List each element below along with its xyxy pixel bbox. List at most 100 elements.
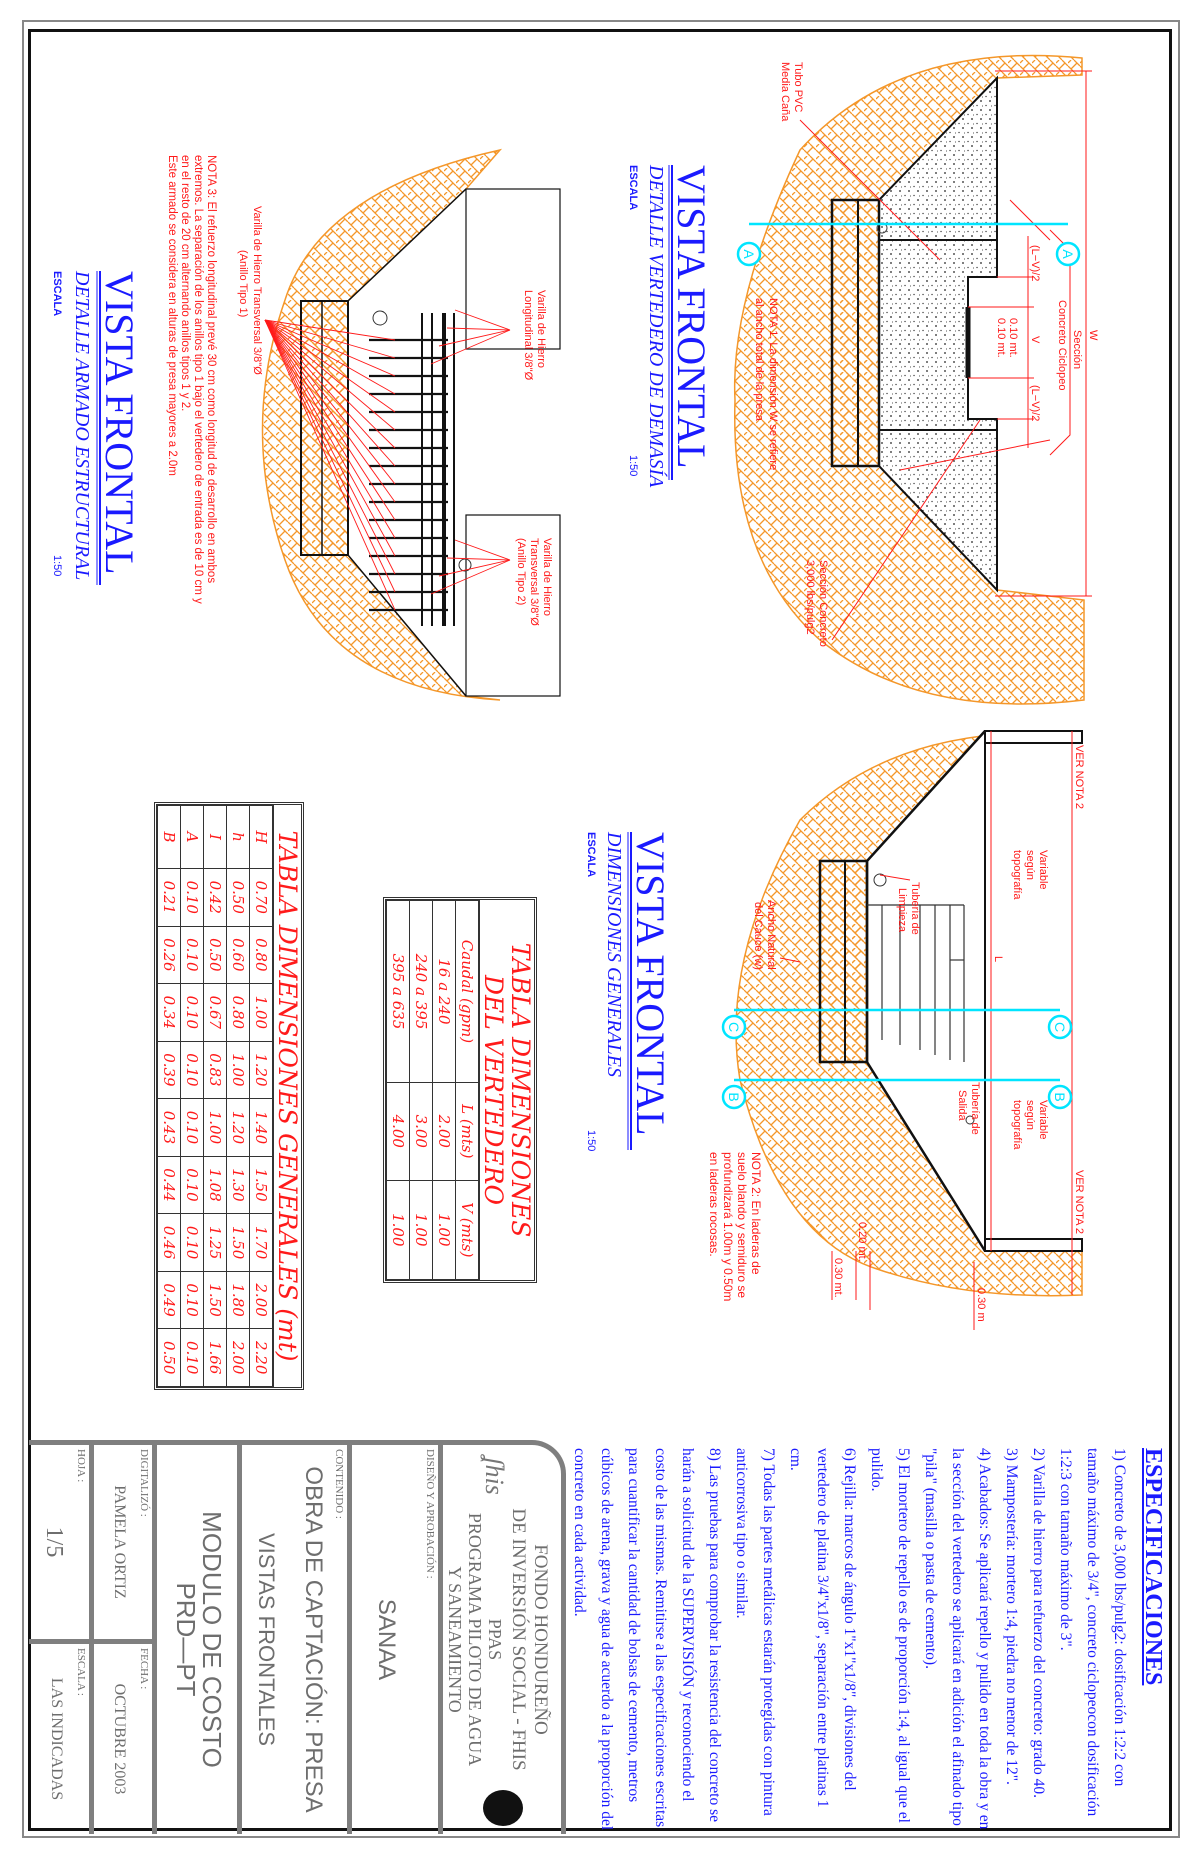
- section-c-label: C: [1052, 1022, 1068, 1032]
- cell: 0.10: [180, 1328, 204, 1387]
- dimension-w: W: [1087, 330, 1099, 341]
- leader-line: [264, 319, 396, 359]
- svg-text:en el resto de 20 cm alternand: en el resto de 20 cm alternando anillos …: [179, 155, 191, 411]
- cell: 0.10: [180, 1271, 204, 1329]
- view1-subtitle: DETALLE VERTEDERO DE DEMASÍA: [645, 164, 668, 488]
- dimension-v: V: [1029, 336, 1041, 344]
- nota1: NOTA 1: La dimensión W se refiere: [767, 298, 779, 470]
- concreto-label: Sección Concreto: [817, 560, 829, 647]
- limpieza-label: Tubería de: [909, 882, 921, 935]
- cell: 1.00: [226, 1041, 250, 1099]
- digitized-value: PAMELA ORTIZ: [111, 1485, 128, 1599]
- view3-scale-label: ESCALA: [51, 271, 63, 316]
- soil-hatch: [733, 54, 1085, 705]
- row-label: A: [180, 805, 204, 869]
- spec-item: 3) Mampostería: mortero 1:4, piedra no m…: [1003, 1448, 1020, 1785]
- view3-drawing: Varilla de Hierro Longitudinal 3/8"Ø Var…: [166, 148, 561, 701]
- header-cell: L (mts): [455, 1082, 479, 1181]
- cell: 1.00: [249, 983, 273, 1042]
- dimension-030: 0.30 m: [975, 1288, 987, 1322]
- variable-label: según: [1024, 850, 1036, 880]
- cell: 0.60: [226, 926, 250, 984]
- view2-subtitle: DIMENSIONES GENERALES: [603, 831, 625, 1077]
- cell: 1.66: [203, 1328, 227, 1387]
- leader-line: [264, 319, 396, 467]
- title-block: FONDO HONDUREÑO DE INVERSIÓN SOCIAL - FH…: [29, 1440, 566, 1834]
- section-a-label: A: [1060, 249, 1076, 259]
- cell: 0.10: [180, 983, 204, 1042]
- cell: 395 a 635: [386, 900, 410, 1083]
- sheet-label: HOJA :: [75, 1449, 87, 1483]
- dimension-020: 0.20 mt.: [856, 1222, 868, 1262]
- date-cell: FECHA : OCTUBRE 2003: [94, 1644, 152, 1834]
- view3-title: VISTA FRONTAL: [97, 271, 142, 575]
- svg-text:suelo blando y semiduro se: suelo blando y semiduro se: [735, 1152, 749, 1298]
- leader-line: [438, 559, 511, 577]
- view2-scale: 1:50: [585, 1130, 597, 1151]
- leader-line: [264, 319, 396, 575]
- cell: 1.40: [249, 1098, 273, 1157]
- leader-line: [264, 319, 396, 557]
- dimension-030: 0.30 mt.: [832, 1258, 844, 1298]
- cell: 1.50: [226, 1213, 250, 1272]
- cell: 1.70: [249, 1213, 273, 1272]
- section-c-label: C: [726, 1022, 742, 1032]
- scale-value: LAS INDICADAS: [48, 1677, 65, 1801]
- table-header-row: Caudal (gpm) L (mts) V (mts): [455, 900, 479, 1280]
- design-label: DISEÑO Y APROBACIÓN :: [424, 1449, 436, 1579]
- program-name: PROGRAMA PILOTO DE AGUA: [465, 1512, 485, 1767]
- cell: 0.10: [180, 868, 204, 927]
- cell: 2.00: [432, 1082, 456, 1181]
- cell: 0.34: [157, 983, 181, 1042]
- program-name: PPAS: [485, 1618, 505, 1661]
- cell: 0.10: [180, 1156, 204, 1214]
- svg-text:NOTA 3: El refuerzo longitudi: NOTA 3: El refuerzo longitudinal prevé 3…: [205, 155, 217, 583]
- cell: 0.10: [180, 926, 204, 984]
- section-b-label: B: [1052, 1092, 1068, 1101]
- leader-line: [446, 557, 511, 561]
- program-name: Y SANEAMIENTO: [445, 1566, 465, 1713]
- cell: 1.20: [226, 1098, 250, 1157]
- module-code: PRD—PT: [171, 1582, 201, 1697]
- rebar-group: [369, 313, 455, 626]
- cell: 1.08: [203, 1156, 227, 1214]
- cauce-label: del Cauce (w): [752, 902, 764, 970]
- cell: 0.67: [203, 983, 227, 1042]
- content-value: OBRA DE CAPTACIÓN: PRESA: [300, 1466, 327, 1813]
- title-block-header: FONDO HONDUREÑO DE INVERSIÓN SOCIAL - FH…: [438, 1445, 561, 1834]
- cell: 240 a 395: [409, 900, 433, 1083]
- view1-title: VISTA FRONTAL: [669, 165, 714, 469]
- limpieza-label: Limpieza: [896, 888, 908, 933]
- leader-line: [264, 319, 396, 539]
- dimension-lv-bottom: (L−V)/2: [1029, 385, 1041, 421]
- cell: 1.25: [203, 1213, 227, 1272]
- cell: 0.46: [157, 1213, 181, 1272]
- dimension-l: L: [992, 956, 1004, 962]
- cell: 0.50: [157, 1328, 181, 1387]
- spec-item: 6) Rejilla: marcos de ángulo 1"x1"x1/8",…: [787, 1448, 858, 1808]
- footing: [818, 859, 869, 1064]
- header-cell: V (mts): [455, 1180, 479, 1280]
- ring2-rebar-label: Varilla de Hierro: [541, 538, 553, 616]
- leader-line: [430, 329, 511, 365]
- leader-line: [438, 329, 511, 347]
- cell: 4.00: [386, 1082, 410, 1181]
- cell: 0.83: [203, 1041, 227, 1099]
- variable-label: según: [1024, 1100, 1036, 1130]
- row-label: h: [226, 805, 250, 869]
- row-label: B: [157, 805, 181, 869]
- view2-scale-label: ESCALA: [585, 832, 597, 877]
- digitized-label: DIGITALIZÓ :: [138, 1449, 150, 1517]
- dimension-010: 0.10 mt.: [1007, 318, 1019, 358]
- view3-scale: 1:50: [51, 555, 63, 576]
- cell: 1.20: [249, 1041, 273, 1099]
- variable-label: Variable: [1037, 850, 1049, 890]
- leader-line: [430, 559, 511, 595]
